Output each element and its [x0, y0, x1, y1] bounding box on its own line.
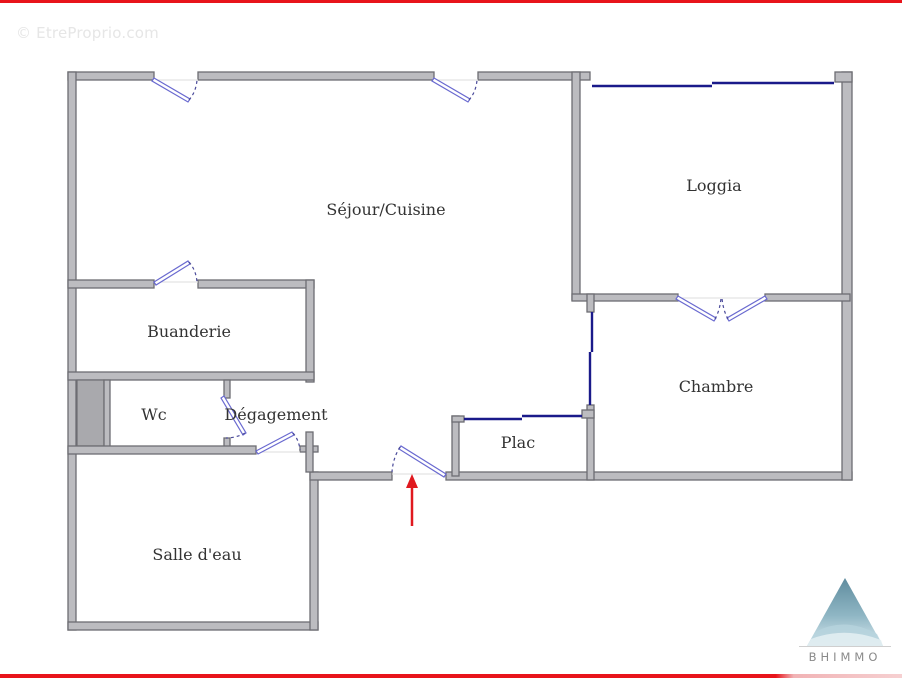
- door-salle-eau: [255, 431, 295, 455]
- bottom-frame-bar: [0, 674, 902, 678]
- room-label-sejour: Séjour/Cuisine: [326, 200, 445, 219]
- wall-buanderie-top-1: [67, 279, 155, 289]
- wall-right: [841, 71, 853, 481]
- room-label-loggia: Loggia: [686, 176, 742, 195]
- wall-top-2: [197, 71, 435, 81]
- wall-bottom-2: [445, 471, 853, 481]
- wall-bottom-1: [309, 471, 393, 481]
- wall-buanderie-top-2: [197, 279, 315, 289]
- room-label-buanderie: Buanderie: [147, 322, 231, 341]
- wall-wc-bottom: [67, 445, 257, 455]
- top-frame-bar: [0, 0, 902, 3]
- door-buanderie: [153, 260, 191, 286]
- wall-plac-left: [451, 415, 460, 477]
- mountain-icon: [807, 578, 883, 646]
- room-label-plac: Plac: [501, 433, 535, 452]
- wall-plac-left-cap: [451, 415, 465, 423]
- room-label-degagement: Dégagement: [224, 405, 328, 424]
- door-loggia-left: [675, 295, 717, 322]
- wall-top-3: [477, 71, 591, 81]
- doors: [151, 77, 768, 478]
- wall-buanderie-bottom: [67, 371, 315, 381]
- wall-chambre-left-top: [586, 293, 595, 313]
- wall-loggia-bottom-2: [764, 293, 851, 302]
- wall-right-cap: [834, 71, 853, 83]
- wall-deg-right: [305, 431, 314, 473]
- door-wc: [220, 395, 247, 436]
- room-label-chambre: Chambre: [679, 377, 754, 396]
- wall-buanderie-right: [305, 279, 315, 383]
- wall-right-sde: [309, 471, 319, 631]
- logo-text: BHIMMO: [808, 650, 882, 664]
- wall-loggia-left: [571, 71, 581, 301]
- entrance-arrow-icon: [406, 474, 418, 526]
- walls: [67, 71, 853, 631]
- room-label-salle-eau: Salle d'eau: [152, 545, 241, 564]
- watermark: © EtreProprio.com: [16, 24, 159, 42]
- duct-shaft: [76, 379, 105, 447]
- door-sejour-top-1: [151, 77, 191, 103]
- wall-plac-right-cap: [581, 409, 595, 419]
- wall-left: [67, 71, 77, 631]
- wall-top-1: [67, 71, 155, 81]
- door-loggia-right: [726, 295, 768, 322]
- wall-bottom-sde: [67, 621, 319, 631]
- wall-wc-left: [103, 379, 111, 451]
- windows: [464, 81, 834, 421]
- door-entrance: [398, 445, 447, 478]
- room-label-wc: Wc: [141, 405, 166, 424]
- door-sejour-top-2: [431, 77, 471, 103]
- bhimmo-logo: BHIMMO: [795, 576, 895, 668]
- wall-wc-right-top: [223, 379, 231, 399]
